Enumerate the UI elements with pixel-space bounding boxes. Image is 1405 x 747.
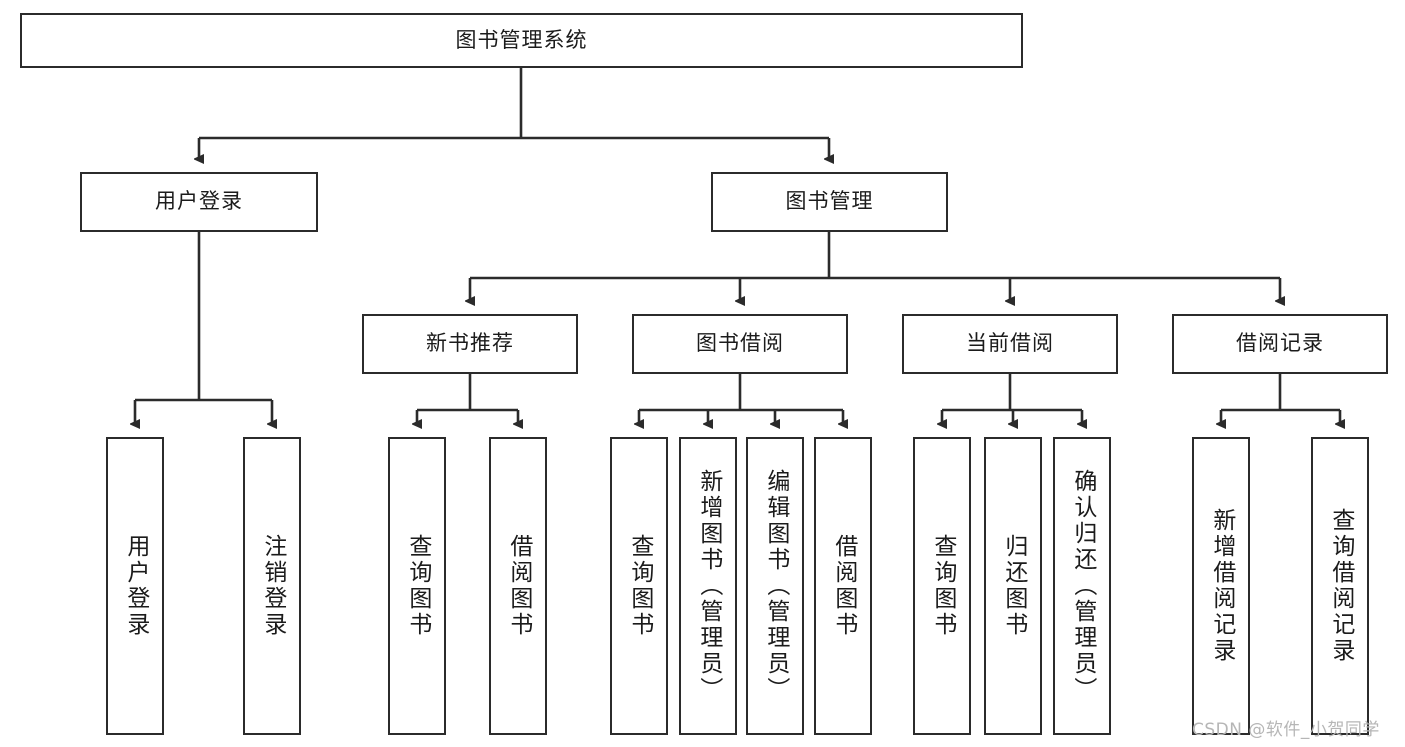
node-label: 新增借阅记录 (1208, 508, 1235, 664)
node-leaves-5[interactable]: 新增图书（管理员） (679, 437, 737, 735)
node-leaves-7[interactable]: 借阅图书 (814, 437, 872, 735)
node-label: 归还图书 (1000, 534, 1027, 638)
node-leaves-10[interactable]: 确认归还（管理员） (1053, 437, 1111, 735)
node-label: 编辑图书（管理员） (762, 469, 789, 703)
node-label: 新增图书（管理员） (695, 469, 722, 703)
node-label: 确认归还（管理员） (1069, 469, 1096, 703)
node-leaves-12[interactable]: 查询借阅记录 (1311, 437, 1369, 735)
node-leaves-3[interactable]: 借阅图书 (489, 437, 547, 735)
node-level1-0[interactable]: 用户登录 (80, 172, 318, 232)
node-level2-2[interactable]: 当前借阅 (902, 314, 1118, 374)
node-level2-3[interactable]: 借阅记录 (1172, 314, 1388, 374)
node-label: 图书管理 (785, 189, 874, 214)
node-label: 注销登录 (259, 534, 286, 638)
node-label: 图书借阅 (696, 331, 784, 356)
node-label: 查询图书 (929, 534, 956, 638)
node-label: 用户登录 (155, 189, 243, 214)
node-title_node-0[interactable]: 图书管理系统 (20, 13, 1023, 68)
node-level2-0[interactable]: 新书推荐 (362, 314, 578, 374)
node-level2-1[interactable]: 图书借阅 (632, 314, 848, 374)
node-leaves-4[interactable]: 查询图书 (610, 437, 668, 735)
node-leaves-11[interactable]: 新增借阅记录 (1192, 437, 1250, 735)
node-leaves-8[interactable]: 查询图书 (913, 437, 971, 735)
node-leaves-9[interactable]: 归还图书 (984, 437, 1042, 735)
node-leaves-1[interactable]: 注销登录 (243, 437, 301, 735)
node-leaves-0[interactable]: 用户登录 (106, 437, 164, 735)
node-label: 查询借阅记录 (1327, 508, 1354, 664)
node-leaves-6[interactable]: 编辑图书（管理员） (746, 437, 804, 735)
node-label: 新书推荐 (426, 331, 514, 356)
node-leaves-2[interactable]: 查询图书 (388, 437, 446, 735)
node-level1-1[interactable]: 图书管理 (711, 172, 948, 232)
node-label: 查询图书 (626, 534, 653, 638)
node-label: 借阅记录 (1236, 331, 1324, 356)
node-label: 借阅图书 (830, 534, 857, 638)
node-label: 图书管理系统 (455, 27, 588, 52)
node-label: 用户登录 (122, 534, 149, 638)
node-label: 查询图书 (404, 534, 431, 638)
node-label: 借阅图书 (505, 534, 532, 638)
node-label: 当前借阅 (966, 331, 1054, 356)
